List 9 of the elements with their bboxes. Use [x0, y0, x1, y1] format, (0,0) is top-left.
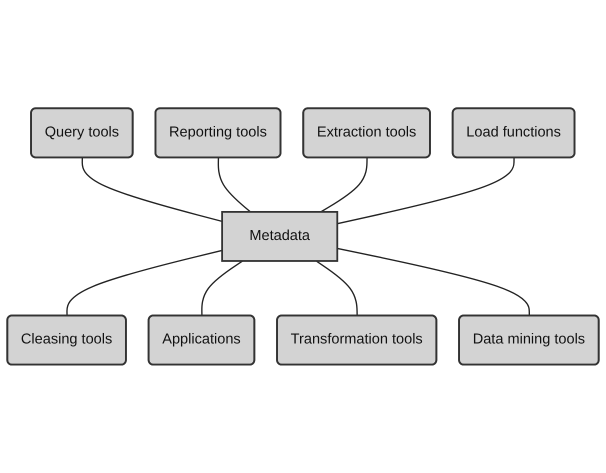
connector	[218, 158, 251, 212]
node-box: Metadata	[221, 211, 338, 262]
connector	[82, 158, 222, 222]
connector	[320, 158, 368, 213]
connector	[316, 260, 358, 316]
connector	[66, 250, 222, 316]
connector	[201, 260, 244, 316]
connector	[337, 248, 530, 316]
connector	[337, 158, 515, 224]
